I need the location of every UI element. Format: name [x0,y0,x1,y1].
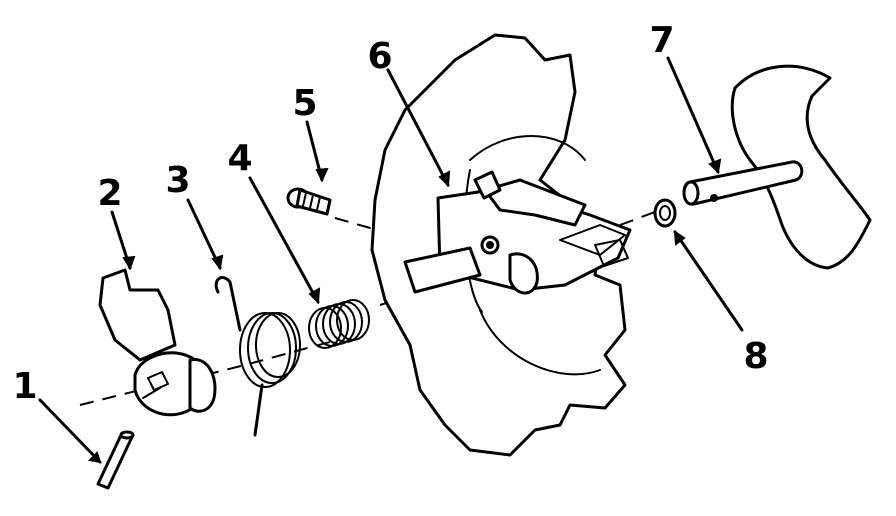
callout-1: 1 [12,366,37,407]
part-8-washer [653,198,677,228]
callout-6: 6 [367,36,392,77]
callout-5: 5 [292,83,317,124]
part-6-latch-bracket [403,170,632,295]
part-3-torsion-spring [214,276,301,437]
part-5-screw [286,187,332,216]
leader-lines [38,56,744,464]
part-4-spring [308,299,370,349]
part-1-roll-pin [96,430,135,490]
callout-2: 2 [97,173,122,214]
callout-4: 4 [227,138,252,179]
callout-7: 7 [649,20,674,61]
callout-3: 3 [165,160,190,201]
callout-8: 8 [743,336,768,377]
callout-labels: 1 2 3 4 5 6 7 8 [12,20,768,407]
part-7-shaft [682,160,804,206]
part-2-cam-lever [98,268,217,417]
